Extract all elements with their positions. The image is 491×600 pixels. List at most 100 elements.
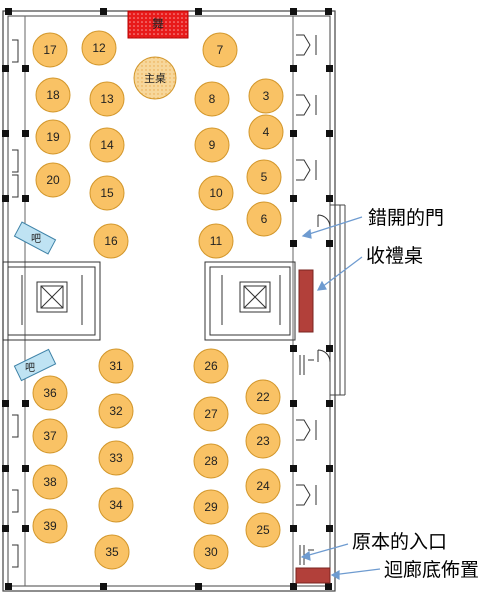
table-number: 5 [261,170,268,184]
table-number: 18 [46,88,60,102]
table-circle [35,77,71,113]
table-circle [89,127,125,163]
table-number: 23 [256,434,270,448]
table-circle [246,159,282,195]
door [12,544,19,568]
table-number: 3 [263,89,270,103]
table-number: 36 [43,386,57,400]
pillar [22,130,29,137]
table-circle [194,81,230,117]
table-circle [194,127,230,163]
pillar [5,8,12,15]
pillar [100,8,107,15]
pillar [290,400,297,407]
annotation-original-entrance: 原本的入口 [352,531,448,553]
table-number: 29 [204,500,218,514]
table-number: 38 [43,475,57,489]
doors [12,34,331,568]
pillar [326,240,333,247]
bar-label: 吧 [25,363,35,374]
table-circle [248,114,284,150]
pillar [22,465,29,472]
table-number: 34 [109,498,123,512]
pillar [2,65,9,72]
pillar [326,465,333,472]
pillar [195,8,202,15]
table-circle [198,223,234,259]
table-circle [89,175,125,211]
pillar [195,583,202,590]
pillar [290,240,297,247]
table-number: 30 [204,545,218,559]
pillar [326,65,333,72]
door [12,174,19,198]
pillar [290,465,297,472]
annotation-corridor-layout: 迴廊底佈置 [384,559,480,581]
table-circle [193,443,229,479]
pillar [326,400,333,407]
table-circle [32,508,68,544]
stairwell-right [204,261,296,341]
door [12,149,19,173]
door [296,159,317,181]
table-number: 20 [46,173,60,187]
table-number: 35 [105,545,119,559]
table-number: 26 [204,359,218,373]
head-table: 主桌 [133,56,177,100]
table-number: 15 [100,186,114,200]
pillar [5,583,12,590]
door [12,39,19,63]
table-circle [193,396,229,432]
door [317,349,331,363]
corridor-bottom-block [295,567,331,584]
table-circle [245,512,281,548]
bar-lower: 吧 [13,348,57,382]
table-circle [245,468,281,504]
door [317,214,331,228]
table-circle [32,464,68,500]
stage: 舞 [127,10,189,39]
door [296,419,317,441]
table-number: 7 [217,43,224,57]
table-circle [89,81,125,117]
pillar [290,195,297,202]
pillar [325,8,332,15]
wall-pillars [2,8,333,590]
table-circle [35,162,71,198]
table-circle [32,375,68,411]
door [299,355,314,375]
door [12,489,19,513]
table-circle [245,379,281,415]
table-number: 12 [92,41,106,55]
table-number: 16 [104,234,118,248]
pillar [290,525,297,532]
head-table-label: 主桌 [144,72,166,85]
table-circle [32,418,68,454]
pillar [100,583,107,590]
table-number: 4 [263,125,270,139]
table-number: 17 [43,43,57,57]
table-number: 39 [43,519,57,533]
table-number: 31 [109,359,123,373]
pillar [22,195,29,202]
table-number: 19 [46,130,60,144]
pillar [2,400,9,407]
table-number: 13 [100,92,114,106]
door [12,414,19,438]
table-circle [193,348,229,384]
table-circle [81,30,117,66]
pillar [290,583,297,590]
table-circle [245,423,281,459]
table-circle [94,534,130,570]
pillar [326,525,333,532]
table-circle [98,487,134,523]
table-circle [98,440,134,476]
table-number: 28 [204,454,218,468]
table-number: 6 [261,212,268,226]
table-number: 32 [109,404,123,418]
annotation-reception-table: 收禮桌 [366,245,424,267]
pillar [2,465,9,472]
pillar [290,345,297,352]
